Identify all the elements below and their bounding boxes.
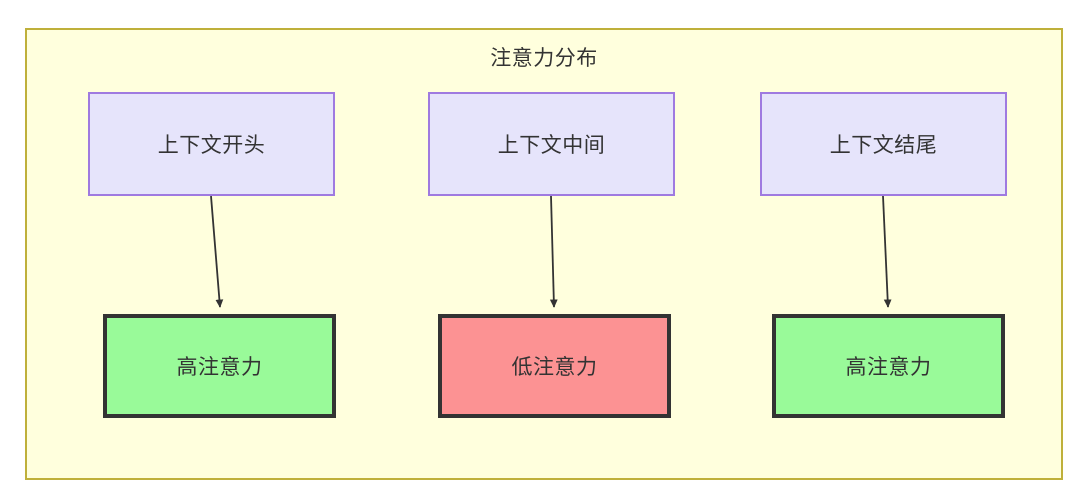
node-high-attention-start[interactable]: 高注意力 xyxy=(103,314,336,418)
node-context-end[interactable]: 上下文结尾 xyxy=(760,92,1007,196)
node-context-start[interactable]: 上下文开头 xyxy=(88,92,335,196)
node-low-attention-middle[interactable]: 低注意力 xyxy=(438,314,671,418)
subgraph-title: 注意力分布 xyxy=(490,47,598,70)
node-context-middle[interactable]: 上下文中间 xyxy=(428,92,675,196)
node-high-attention-end[interactable]: 高注意力 xyxy=(772,314,1005,418)
